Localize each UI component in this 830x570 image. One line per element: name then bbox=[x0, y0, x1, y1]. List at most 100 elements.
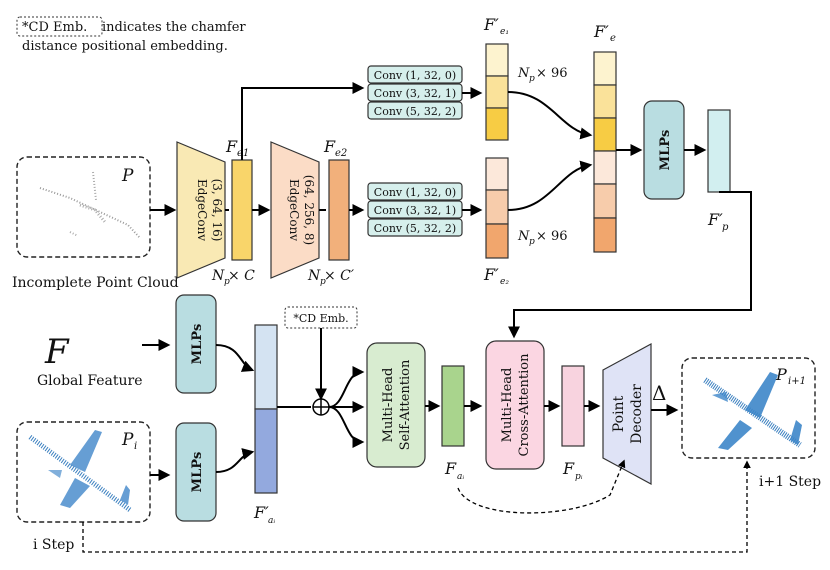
point-decoder-line2: Decoder bbox=[629, 384, 645, 444]
np96-top-rest: × 96 bbox=[536, 66, 568, 81]
delta-symbol: Δ bbox=[652, 381, 666, 405]
output-cloud-subscript: i+1 bbox=[788, 376, 806, 387]
bottom-conv-2 bbox=[367, 218, 463, 237]
fe2-prime-column bbox=[485, 157, 509, 259]
fa-prime-sub: aᵢ bbox=[268, 516, 275, 526]
edgeconv2-block bbox=[270, 141, 320, 279]
step-label: i Step bbox=[33, 537, 74, 553]
edgeconv1-block bbox=[176, 141, 226, 279]
fe2-prime-symbol: F′ bbox=[483, 265, 499, 284]
arrow-add-to-self-attn-q bbox=[328, 366, 365, 408]
top-conv-0-label: Conv (1, 32, 0) bbox=[374, 69, 456, 82]
top-conv-2-label: Conv (5, 32, 2) bbox=[374, 105, 456, 118]
fe1-prime-column bbox=[485, 43, 509, 141]
fa-symbol: F bbox=[444, 459, 457, 478]
step-cloud-subscript: i bbox=[134, 441, 137, 452]
arrow-mlps-global-to-fa bbox=[215, 344, 255, 372]
incomplete-cloud-symbol: P bbox=[121, 166, 134, 186]
fp-symbol: F bbox=[562, 459, 575, 478]
fp-bar bbox=[561, 365, 585, 447]
self-attention-line2: Self-Attention bbox=[398, 359, 413, 450]
arrow-mlps-step-to-fa bbox=[215, 448, 255, 473]
bottom-conv-1-label: Conv (3, 32, 1) bbox=[374, 204, 456, 217]
fe1-prime-sub: e₁ bbox=[500, 27, 509, 37]
fe2-feature-bar bbox=[328, 159, 350, 261]
mlps-step-label: MLPs bbox=[190, 452, 205, 493]
fe1p-cell-2 bbox=[485, 107, 509, 141]
fe1-prime-symbol: F′ bbox=[483, 15, 499, 34]
arrow-fe1p-to-fe bbox=[507, 91, 593, 140]
np-sub-1: p bbox=[224, 277, 230, 287]
arrow-fe2p-to-fe bbox=[507, 160, 593, 211]
fe2-prime-sub: e₂ bbox=[500, 277, 509, 287]
self-attention-line1: Multi-Head bbox=[381, 368, 396, 443]
fe2-symbol: F bbox=[323, 137, 336, 156]
fe2p-cell-0 bbox=[485, 157, 509, 191]
edgeconv2-line1: EdgeConv bbox=[287, 179, 301, 241]
fep-cell-3 bbox=[593, 150, 617, 185]
fe-prime-symbol: F′ bbox=[593, 22, 609, 41]
incomplete-cloud-label: Incomplete Point Cloud bbox=[12, 275, 179, 291]
top-conv-1-label: Conv (3, 32, 1) bbox=[374, 87, 456, 100]
cd-emb-label: *CD Emb. bbox=[293, 312, 348, 325]
self-attention-block bbox=[366, 342, 426, 468]
dashed-arrow-step-to-output bbox=[82, 460, 751, 553]
fp-prime-bar bbox=[707, 109, 731, 193]
bottom-conv-group: Conv (1, 32, 0) Conv (3, 32, 1) Conv (5,… bbox=[367, 182, 463, 237]
fe1-subscript: e1 bbox=[237, 148, 249, 159]
fa-prime-top bbox=[254, 324, 278, 410]
top-conv-2 bbox=[367, 101, 463, 120]
mlps-global-label: MLPs bbox=[190, 324, 205, 365]
fp-sub: pᵢ bbox=[575, 472, 583, 482]
top-conv-group: Conv (1, 32, 0) Conv (3, 32, 1) Conv (5,… bbox=[367, 65, 463, 120]
edgeconv1-line1: EdgeConv bbox=[195, 179, 209, 241]
fe1-symbol: F bbox=[225, 137, 238, 156]
bottom-conv-2-label: Conv (5, 32, 2) bbox=[374, 222, 456, 235]
fep-cell-5 bbox=[593, 217, 617, 253]
output-step-label: i+1 Step bbox=[759, 474, 821, 490]
fep-cell-2 bbox=[593, 117, 617, 152]
step-cloud-symbol: P bbox=[121, 430, 134, 450]
fep-cell-4 bbox=[593, 183, 617, 219]
output-cloud-airplane bbox=[703, 372, 802, 450]
fep-cell-1 bbox=[593, 84, 617, 119]
fe2-subscript: e2 bbox=[335, 148, 347, 159]
global-feature-label: Global Feature bbox=[37, 373, 143, 389]
fep-cell-0 bbox=[593, 51, 617, 86]
cross-attention-block bbox=[485, 340, 545, 470]
point-decoder-block bbox=[602, 342, 652, 486]
np-cp2-rest: × C′ bbox=[324, 268, 355, 284]
np-cp-rest: × C bbox=[228, 268, 255, 284]
cd-emb-box bbox=[284, 306, 358, 329]
bottom-conv-0-label: Conv (1, 32, 0) bbox=[374, 186, 456, 199]
fe-prime-column bbox=[593, 51, 617, 253]
fe2p-cell-1 bbox=[485, 189, 509, 225]
edgeconv2-line2: (64, 256, 8) bbox=[302, 175, 316, 245]
mlps-main-label: MLPs bbox=[658, 130, 673, 171]
arrow-fp-to-cross-attention bbox=[508, 191, 752, 339]
global-feature-symbol: F bbox=[44, 332, 70, 372]
np-sub-2: p bbox=[320, 277, 326, 287]
step-cloud-airplane bbox=[28, 430, 132, 513]
top-conv-0 bbox=[367, 65, 463, 84]
np96-bot-sub: p bbox=[529, 237, 535, 247]
cross-attention-line1: Multi-Head bbox=[500, 368, 515, 443]
arrow-fe1-to-top-convs bbox=[241, 82, 365, 160]
incomplete-cloud-points bbox=[39, 171, 141, 239]
fa-sub: aᵢ bbox=[457, 472, 464, 482]
np96-top-sub: p bbox=[529, 74, 535, 84]
fa-bar bbox=[441, 365, 465, 447]
np-cp2-label: N bbox=[307, 268, 321, 284]
fp-prime-subscript: p bbox=[722, 222, 729, 233]
output-cloud-symbol: P bbox=[775, 365, 787, 384]
cross-attention-line2: Cross-Attention bbox=[517, 353, 532, 457]
bottom-conv-0 bbox=[367, 182, 463, 201]
fe1-feature-bar bbox=[231, 159, 253, 261]
edgeconv1-line2: (3, 64, 16) bbox=[210, 179, 224, 242]
dashed-arrow-fa-to-decoder bbox=[457, 459, 626, 514]
point-decoder-line1: Point bbox=[611, 395, 627, 432]
fa-prime-bottom bbox=[254, 408, 278, 494]
fa-prime-symbol: F′ bbox=[253, 503, 269, 522]
fe-prime-subscript: e bbox=[610, 33, 616, 44]
